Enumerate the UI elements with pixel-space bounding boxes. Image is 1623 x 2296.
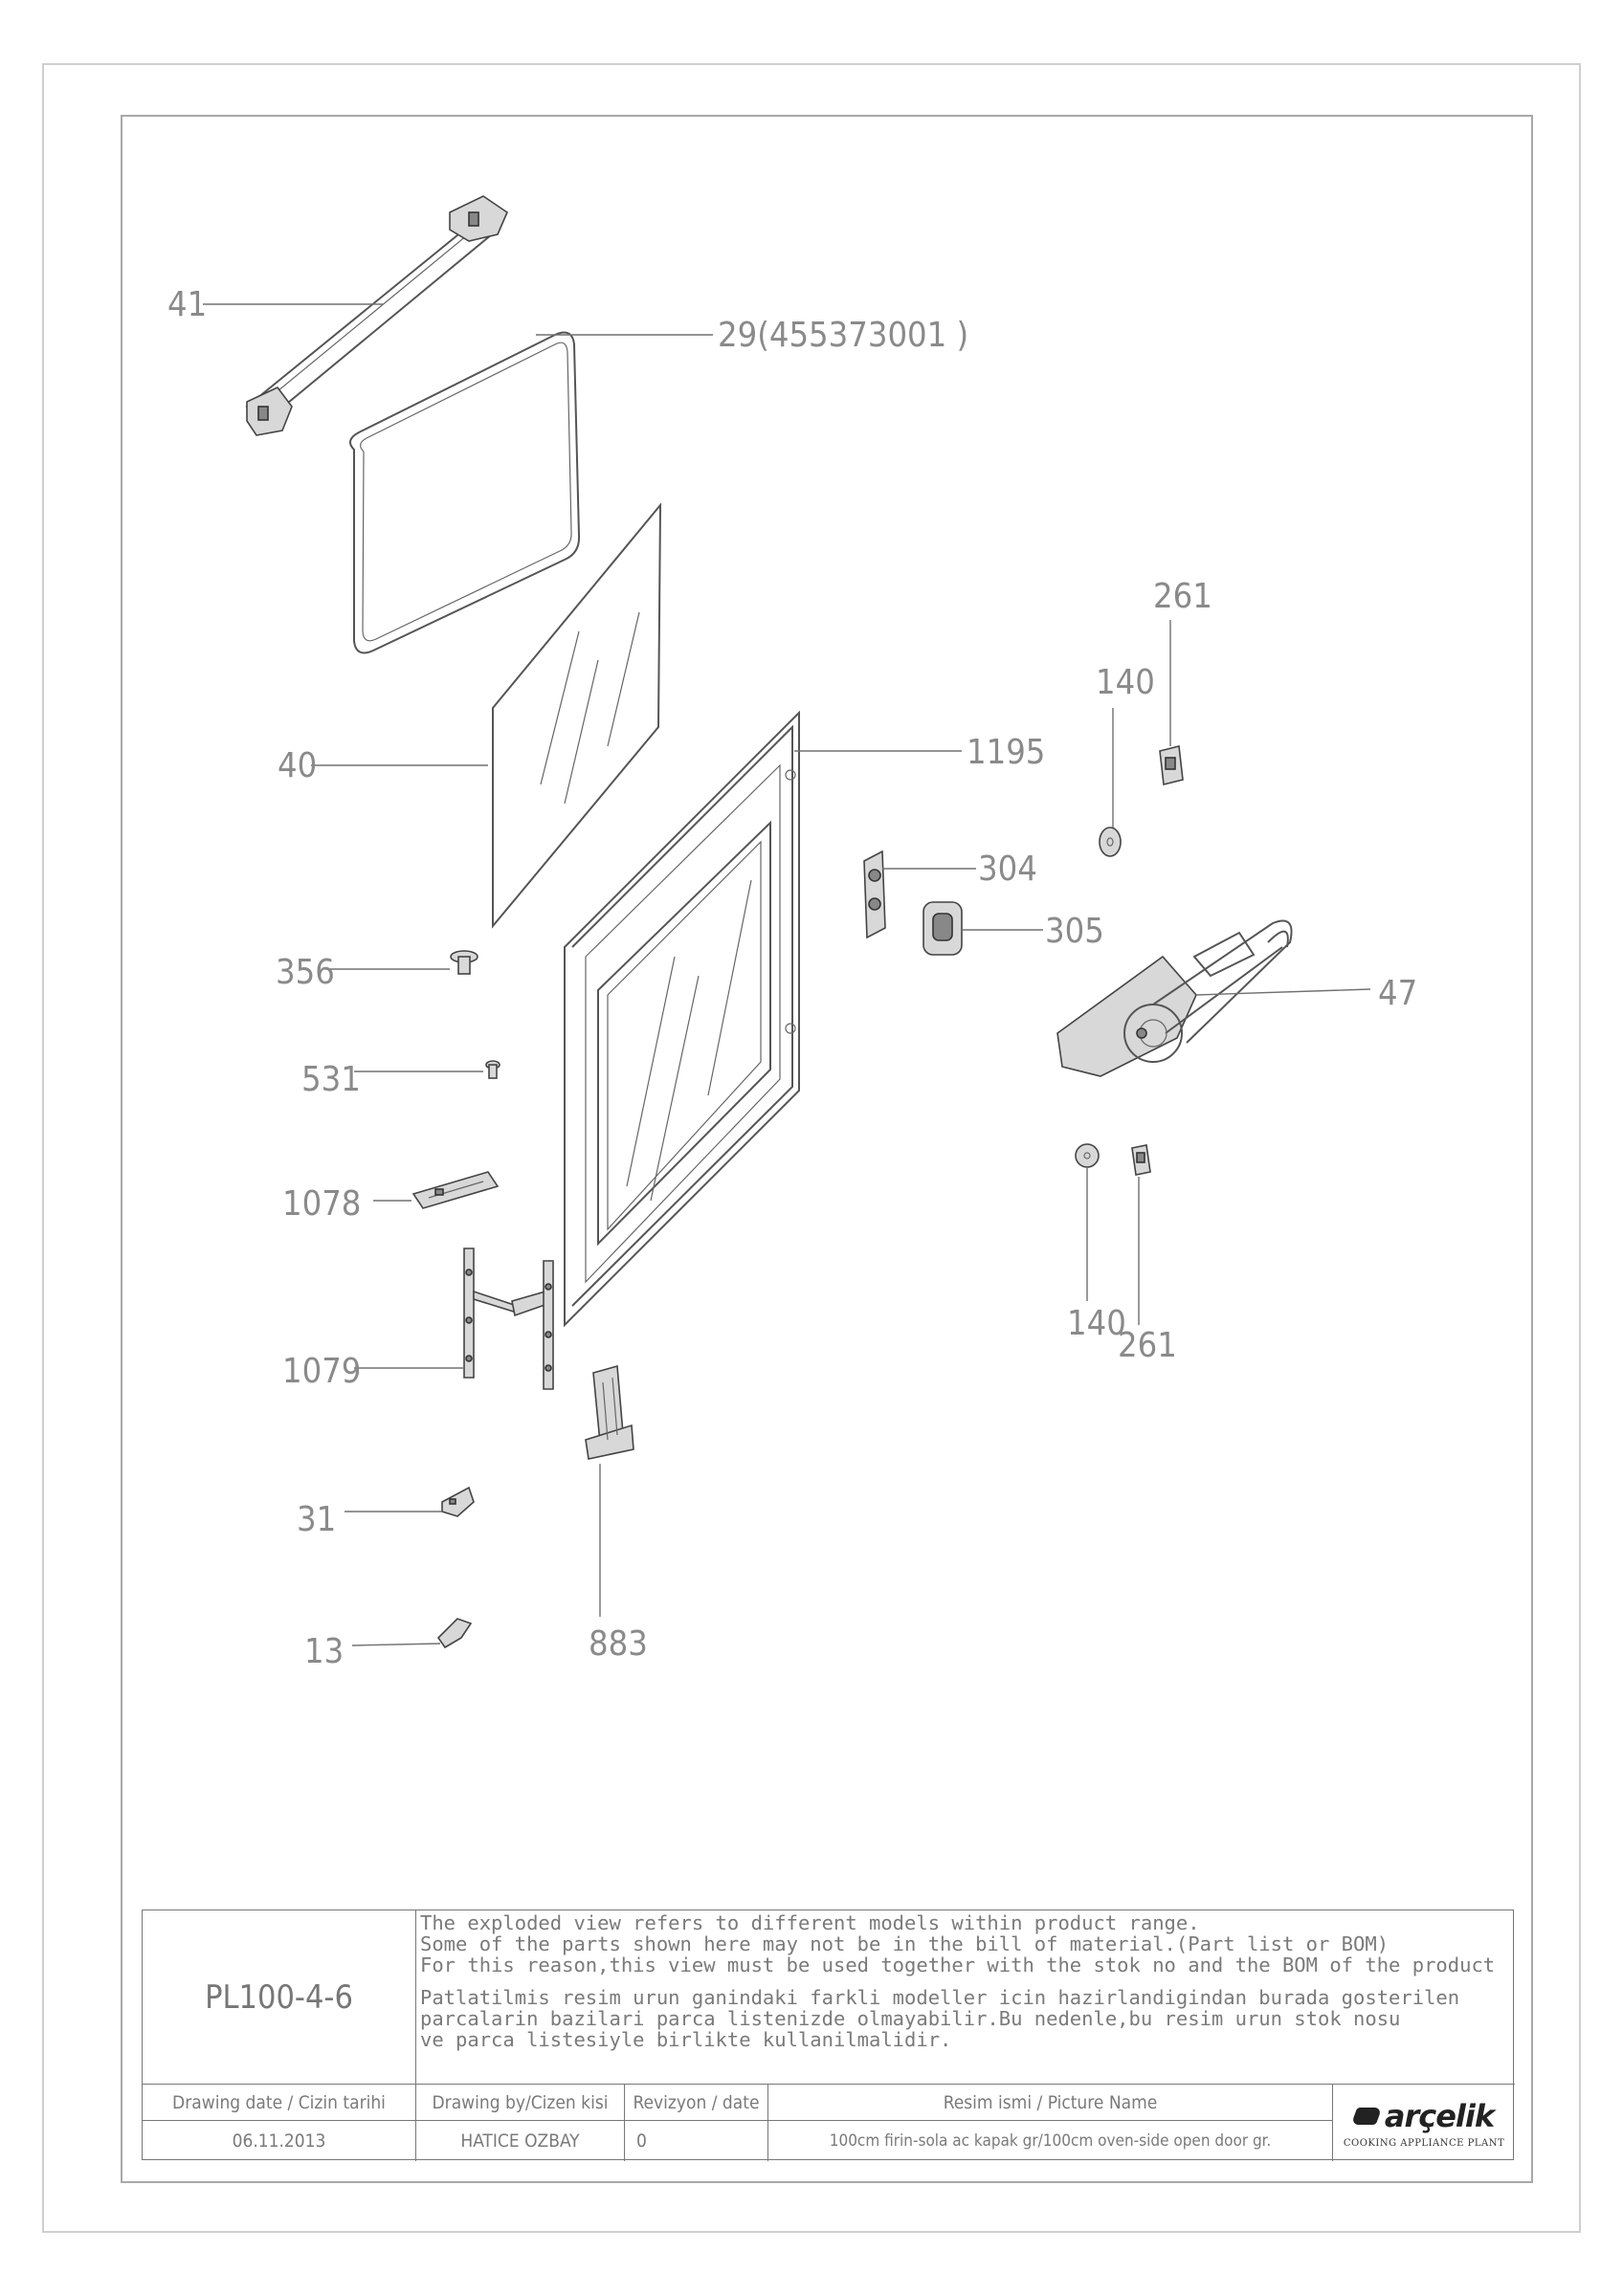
brand-logo: arçelik COOKING APPLIANCE PLANT	[1333, 2085, 1515, 2161]
part-1079-hinge-arms	[463, 1247, 554, 1390]
title-block: PL100-4-6 The exploded view refers to di…	[142, 1910, 1515, 2161]
callout-29: 29(455373001 )	[718, 316, 968, 355]
part-356-screw	[450, 950, 478, 975]
callout-883: 883	[589, 1624, 648, 1664]
part-140-bottom-washer	[1075, 1143, 1100, 1168]
part-47-handle	[1056, 919, 1293, 1077]
header-drawing-by: Drawing by/Cizen kisi	[416, 2085, 625, 2121]
part-40-inner-glass	[492, 502, 662, 929]
logo-subtitle: COOKING APPLIANCE PLANT	[1343, 2137, 1505, 2149]
callout-1195: 1195	[967, 733, 1045, 772]
leader-47	[1195, 988, 1371, 996]
callout-531: 531	[301, 1060, 361, 1099]
value-drawing-date: 06.11.2013	[143, 2121, 416, 2161]
logo-text: arçelik	[1384, 2097, 1495, 2134]
header-drawing-date: Drawing date / Cizin tarihi	[143, 2085, 416, 2121]
value-revision: 0	[625, 2121, 768, 2161]
drawing-code: PL100-4-6	[143, 1910, 416, 2085]
header-picture-name: Resim ismi / Picture Name	[768, 2085, 1333, 2121]
callout-13: 13	[304, 1632, 344, 1671]
part-531-pin	[485, 1060, 500, 1079]
note-tr-line-1: Patlatilmis resim urun ganindaki farkli …	[420, 1986, 1460, 2009]
callout-47: 47	[1378, 974, 1417, 1013]
callout-1079: 1079	[282, 1352, 361, 1391]
note-tr-line-2: parcalarin bazilari parca listenizde olm…	[420, 2007, 1401, 2030]
note-tr-line-3: ve parca listesiyle birlikte kullanilmal…	[420, 2028, 952, 2051]
part-261-bottom-bracket	[1131, 1144, 1151, 1176]
note-en-line-1: The exploded view refers to different mo…	[420, 1911, 1200, 1934]
callout-140-bottom: 140	[1067, 1304, 1126, 1343]
part-31-clip	[441, 1486, 475, 1517]
callout-41: 41	[167, 285, 207, 324]
callout-304: 304	[978, 850, 1037, 889]
value-picture-name: 100cm firin-sola ac kapak gr/100cm oven-…	[768, 2121, 1333, 2161]
callout-40: 40	[278, 746, 317, 785]
note-en-line-3: For this reason,this view must be used t…	[420, 1954, 1496, 1976]
inner-frame	[121, 115, 1533, 2183]
part-41-top-profile	[245, 195, 508, 436]
part-1195-door-panel	[564, 710, 800, 1328]
part-13-cap	[436, 1618, 473, 1649]
part-305-latch	[923, 901, 963, 956]
callout-1078: 1078	[282, 1184, 361, 1224]
disclaimer-notes: The exploded view refers to different mo…	[416, 1910, 1515, 2085]
callout-261-top: 261	[1153, 577, 1212, 616]
logo-mark-icon	[1350, 2107, 1383, 2125]
outer-frame	[42, 63, 1581, 2233]
part-29-door-seal	[349, 331, 581, 654]
part-261-top-bracket	[1159, 745, 1184, 785]
note-en-line-2: Some of the parts shown here may not be …	[420, 1932, 1390, 1955]
leader-13	[351, 1643, 441, 1646]
callout-140-top: 140	[1096, 663, 1155, 702]
callout-31: 31	[297, 1500, 336, 1539]
part-304-hinge	[863, 850, 886, 939]
part-1078-bracket	[411, 1171, 500, 1209]
header-revision: Revizyon / date	[625, 2085, 768, 2121]
part-883-hinge-body	[585, 1364, 634, 1460]
part-140-top-washer	[1099, 827, 1122, 857]
value-drawing-by: HATICE OZBAY	[416, 2121, 625, 2161]
callout-305: 305	[1045, 912, 1104, 951]
callout-356: 356	[276, 953, 335, 992]
callout-261-bottom: 261	[1118, 1326, 1177, 1365]
